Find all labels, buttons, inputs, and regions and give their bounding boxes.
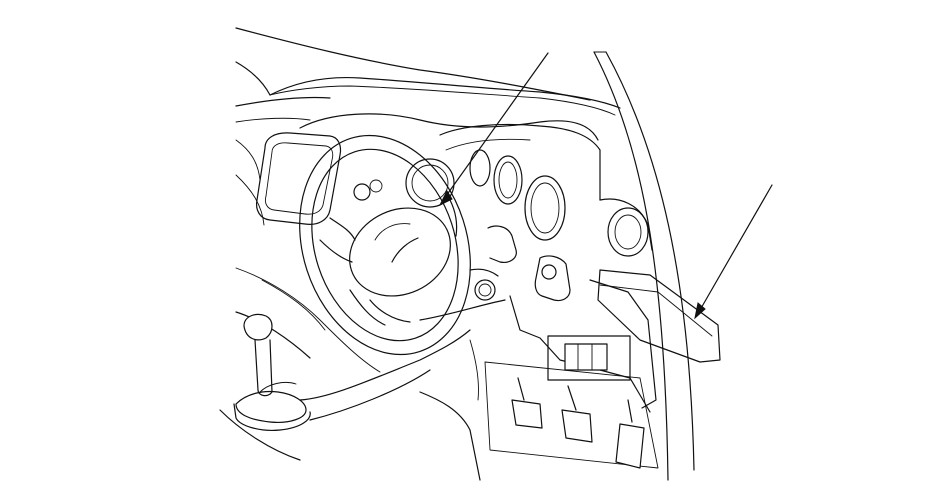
- gear-shifter: [233, 313, 311, 431]
- right-vent: [599, 198, 653, 257]
- arrowhead-cluster: [438, 189, 453, 207]
- leader-line-lower-panel: [699, 184, 773, 311]
- leader-line-cluster: [445, 52, 549, 197]
- callout-leaders: [438, 52, 773, 320]
- lower-dash-panel: [589, 269, 721, 409]
- dashboard-top: [235, 27, 621, 226]
- steering-wheel: [299, 134, 471, 356]
- pedals: [484, 361, 659, 469]
- knee-panel: [235, 267, 651, 413]
- center-console: [219, 329, 481, 481]
- arrowhead-lower-panel: [694, 302, 706, 320]
- steering-column: [469, 225, 571, 302]
- left-vent: [255, 132, 342, 225]
- instrument-cluster: [299, 113, 601, 241]
- a-pillar: [593, 51, 695, 481]
